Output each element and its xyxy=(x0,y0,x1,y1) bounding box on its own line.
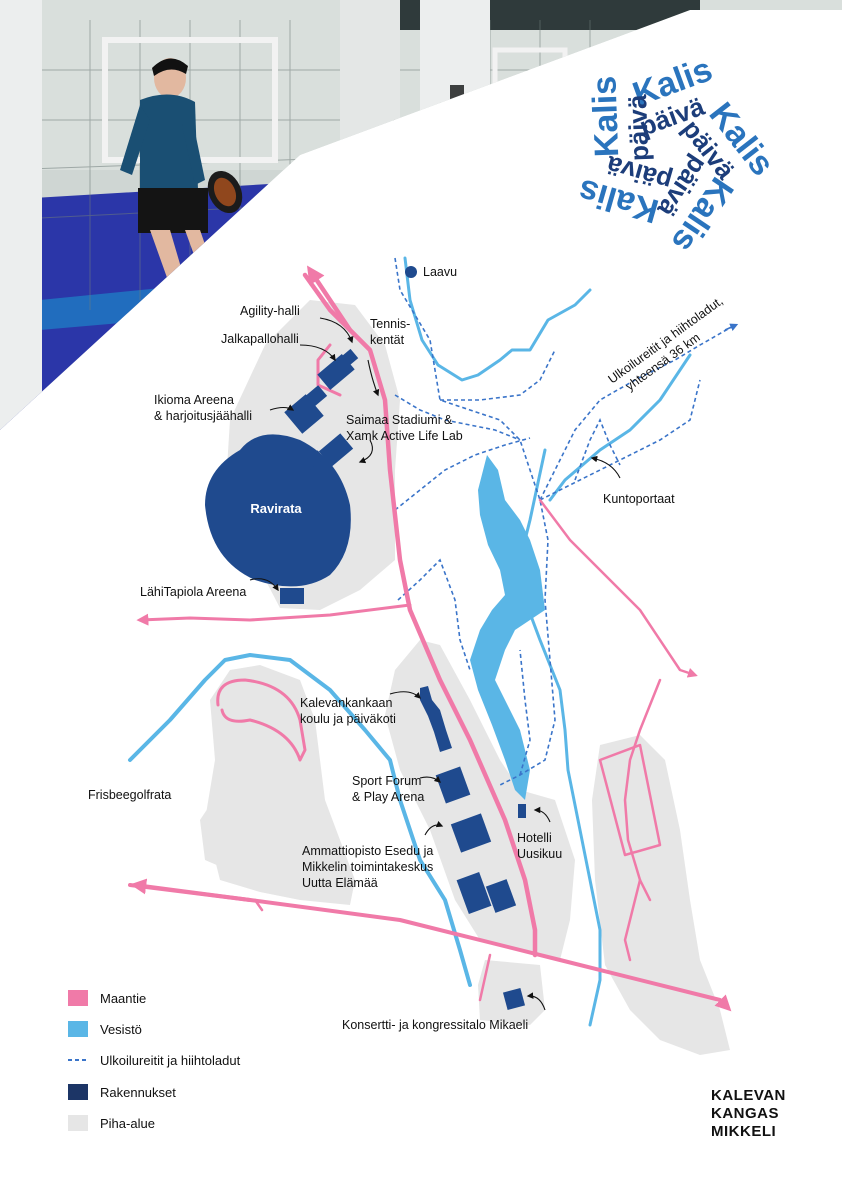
map-labels: Laavu Agility-halli Jalkapallohalli Tenn… xyxy=(88,265,726,1032)
ravirata-track: Ravirata xyxy=(205,434,351,587)
label-saimaa-2: Xamk Active Life Lab xyxy=(346,429,463,443)
river-wide xyxy=(470,455,545,800)
svg-text:Maantie: Maantie xyxy=(100,991,146,1006)
label-jalkapallohalli: Jalkapallohalli xyxy=(221,332,299,346)
label-ikioma-1: Ikioma Areena xyxy=(154,393,234,407)
legend-item-yard: Piha-alue xyxy=(68,1115,155,1131)
svg-text:Rakennukset: Rakennukset xyxy=(100,1085,176,1100)
label-arrows xyxy=(249,317,621,1011)
label-ikioma-2: & harjoitusjäähalli xyxy=(154,409,252,423)
label-kuntoportaat: Kuntoportaat xyxy=(603,492,675,506)
ravirata-label: Ravirata xyxy=(250,501,302,516)
legend: Maantie Vesistö Ulkoilureitit ja hiihtol… xyxy=(68,990,241,1131)
label-esedu-2: Mikkelin toimintakeskus xyxy=(302,860,433,874)
label-esedu-3: Uutta Elämää xyxy=(302,876,378,890)
label-hotelli-1: Hotelli xyxy=(517,831,552,845)
label-sport-forum-1: Sport Forum xyxy=(352,774,421,788)
yard-areas xyxy=(200,300,730,1055)
label-saimaa-1: Saimaa Stadiumi & xyxy=(346,413,453,427)
svg-text:MIKKELI: MIKKELI xyxy=(711,1123,776,1140)
label-agility-halli: Agility-halli xyxy=(240,304,300,318)
svg-text:Piha-alue: Piha-alue xyxy=(100,1116,155,1131)
label-lahitapiola: LähiTapiola Areena xyxy=(140,585,246,599)
buildings xyxy=(280,266,526,1011)
paiva-word: päivä xyxy=(622,94,654,162)
svg-text:Vesistö: Vesistö xyxy=(100,1022,142,1037)
label-kalevankankaan-1: Kalevankankaan xyxy=(300,696,392,710)
label-tennis-1: Tennis- xyxy=(370,317,410,331)
road-swatch xyxy=(68,990,88,1006)
legend-item-water: Vesistö xyxy=(68,1021,142,1037)
svg-text:KANGAS: KANGAS xyxy=(711,1105,779,1122)
kalis-paiva-logo: Kalis päivä Kalis päivä Kalis päivä Kali… xyxy=(574,50,781,259)
label-mikaeli: Konsertti- ja kongressitalo Mikaeli xyxy=(342,1018,528,1032)
trail-arrow xyxy=(724,323,739,331)
label-kalevankankaan-2: koulu ja päiväkoti xyxy=(300,712,396,726)
kalis-word: Kalis xyxy=(585,75,626,158)
legend-item-building: Rakennukset xyxy=(68,1084,176,1100)
svg-text:Ulkoilureitit ja hiihtoladut: Ulkoilureitit ja hiihtoladut xyxy=(100,1053,241,1068)
roads xyxy=(128,265,732,1012)
legend-item-trail: Ulkoilureitit ja hiihtoladut xyxy=(68,1053,241,1068)
label-tennis-2: kentät xyxy=(370,333,405,347)
label-esedu-1: Ammattiopisto Esedu ja xyxy=(302,844,433,858)
svg-text:KALEVAN: KALEVAN xyxy=(711,1087,786,1104)
legend-item-road: Maantie xyxy=(68,990,146,1006)
water-swatch xyxy=(68,1021,88,1037)
label-sport-forum-2: & Play Arena xyxy=(352,790,424,804)
label-laavu: Laavu xyxy=(423,265,457,279)
kalevankangas-logo: KALEVAN KANGAS MIKKELI xyxy=(711,1087,786,1140)
label-hotelli-2: Uusikuu xyxy=(517,847,562,861)
yard-swatch xyxy=(68,1115,88,1131)
trails xyxy=(394,257,736,786)
building-swatch xyxy=(68,1084,88,1100)
label-frisbeegolfrata: Frisbeegolfrata xyxy=(88,788,171,802)
